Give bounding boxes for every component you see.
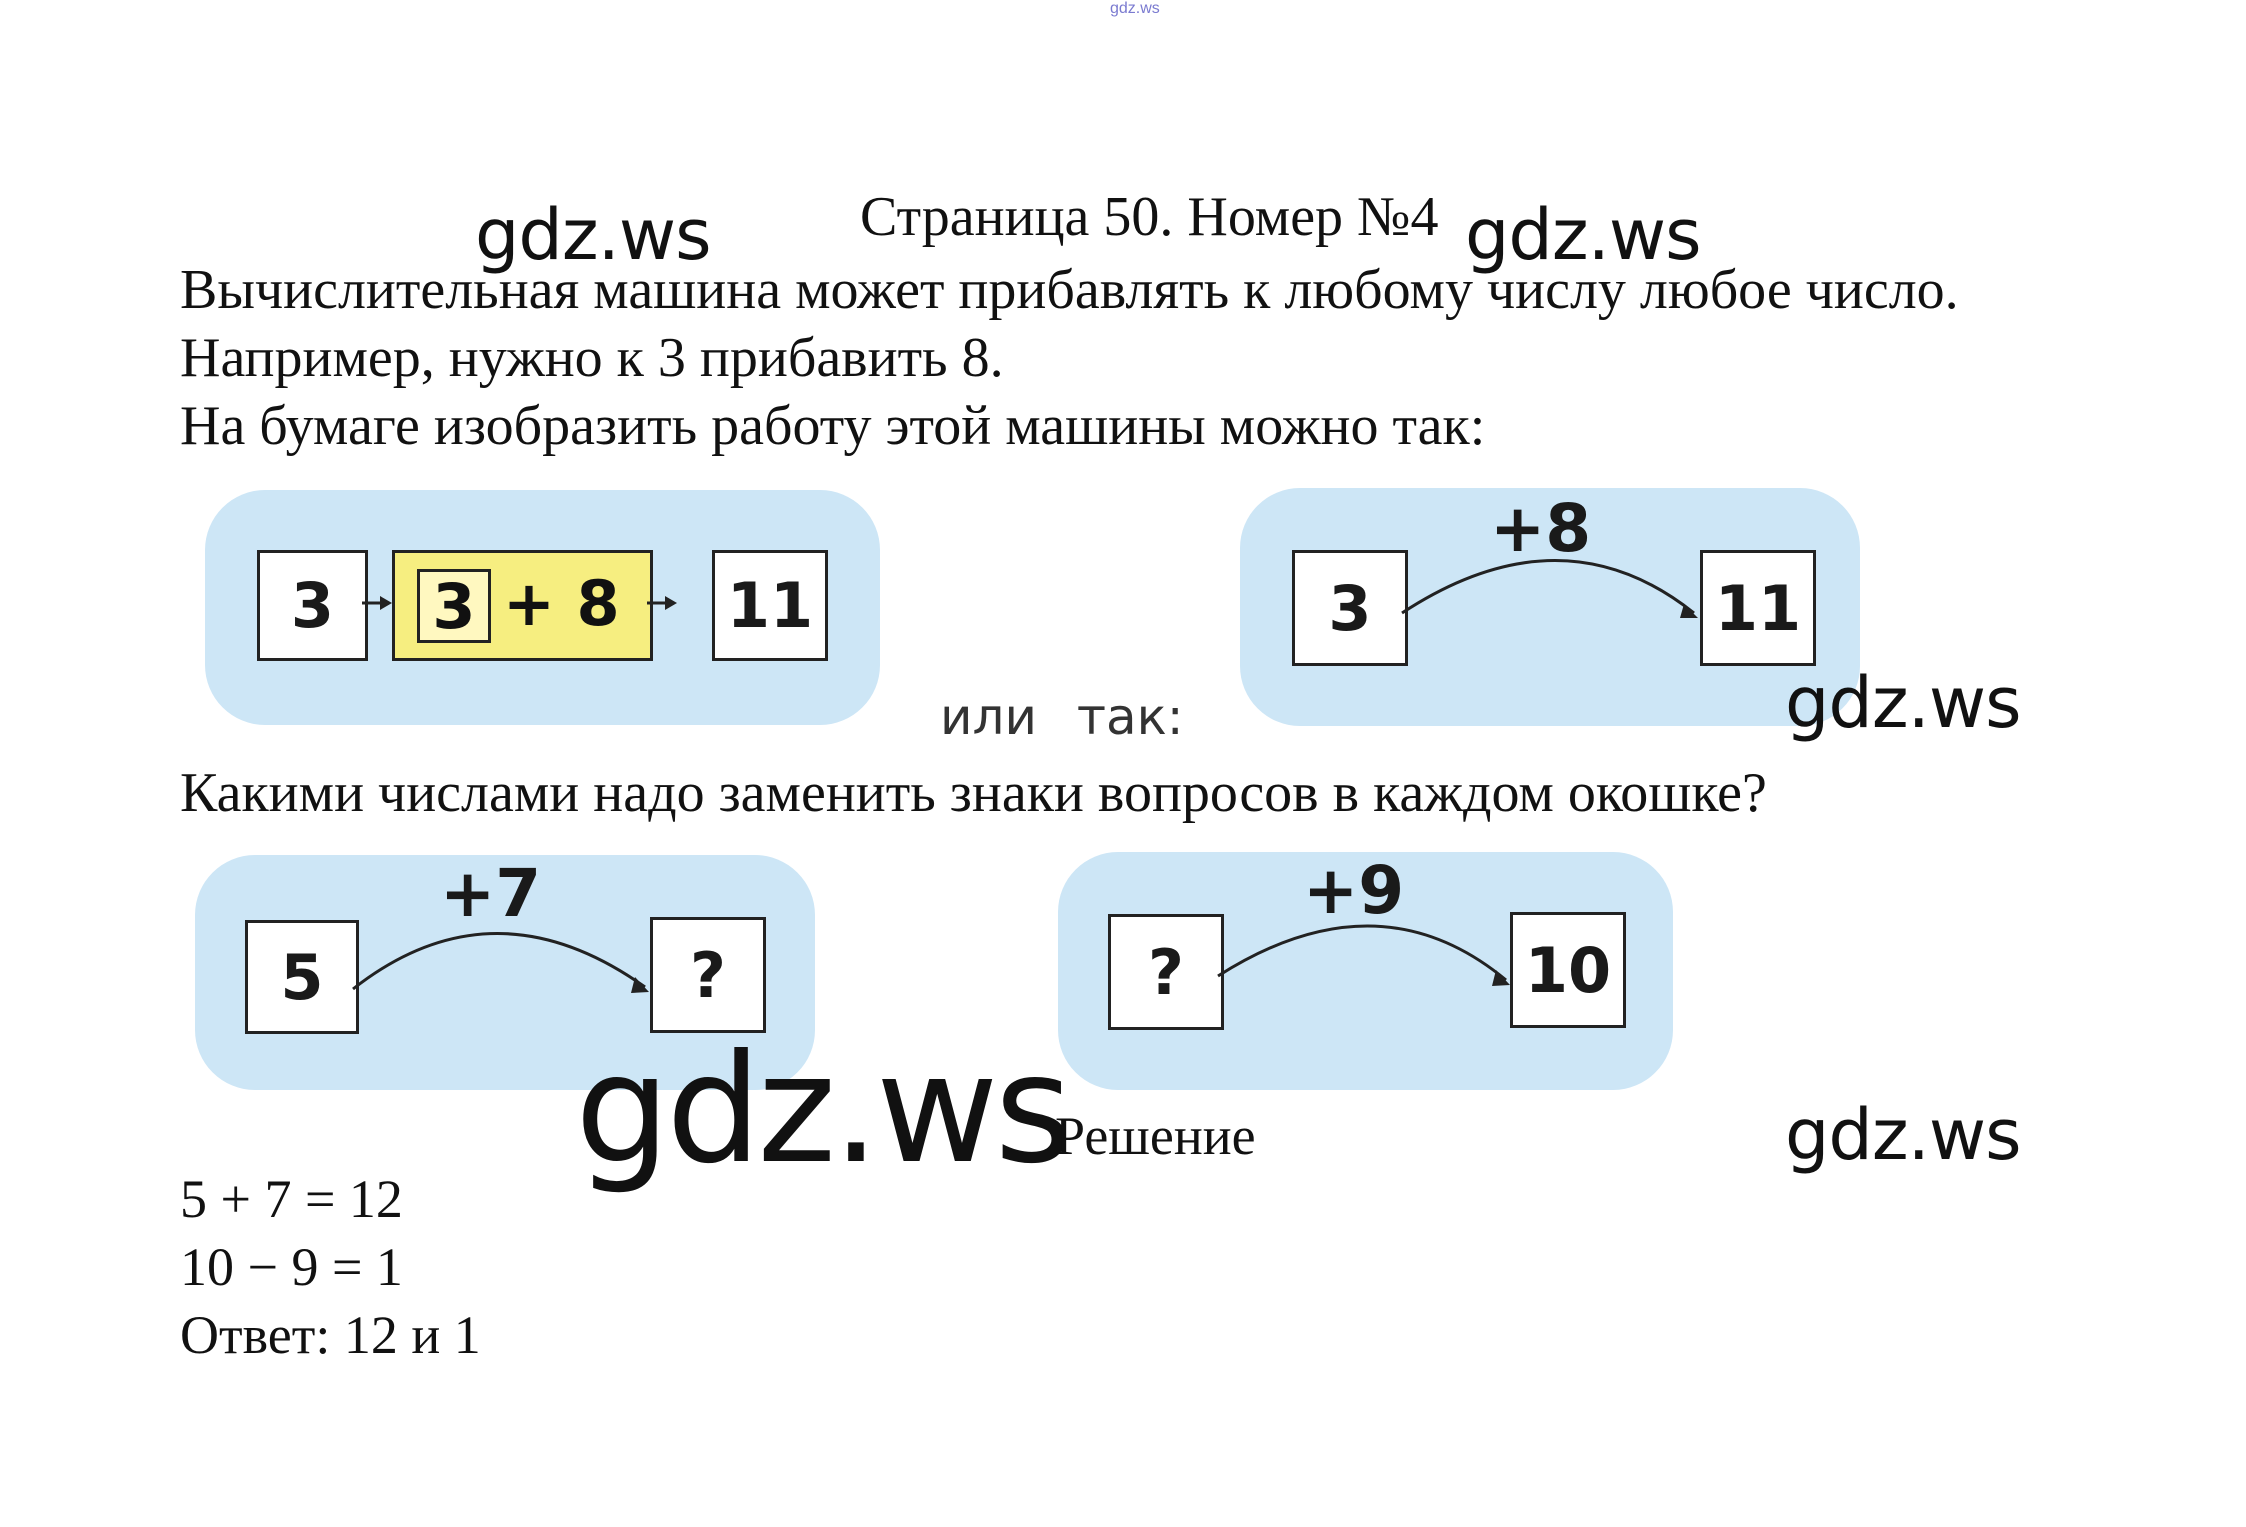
solution-line-1: 5 + 7 = 12	[180, 1169, 403, 1229]
task-question: Какими числами надо заменить знаки вопро…	[180, 762, 1767, 824]
machine-input-box: 3	[257, 550, 368, 661]
watermark-text: gdz.ws	[1465, 194, 1702, 276]
exercise-1-input-box: 5	[245, 920, 359, 1034]
arc-arrow-icon	[1401, 559, 1698, 618]
exercise-1-panel: 5 +7 ?	[195, 855, 815, 1090]
task-line-2: Например, нужно к 3 прибавить 8.	[180, 327, 1004, 389]
solution-heading: Решение	[1055, 1106, 1256, 1166]
exercise-1-operation: +7	[440, 855, 542, 932]
arc-output-box: 11	[1700, 550, 1816, 666]
arc-input-box: 3	[1292, 550, 1408, 666]
arc-arrow-icon	[352, 932, 649, 993]
example-machine-panel: 3 3 + 8 11	[205, 490, 880, 725]
answer-line: Ответ: 12 и 1	[180, 1305, 481, 1365]
machine-box: 3 + 8	[392, 550, 653, 661]
task-line-1: Вычислительная машина может прибавлять к…	[180, 259, 1959, 321]
exercise-2-operation: +9	[1303, 852, 1405, 929]
solution-line-2: 10 − 9 = 1	[180, 1237, 403, 1297]
arrow-icon	[362, 596, 392, 610]
or-label: или так:	[940, 688, 1184, 746]
arc-operation: +8	[1490, 490, 1592, 567]
arc-arrow-icon	[1217, 924, 1510, 986]
exercise-1-output-box: ?	[650, 917, 766, 1033]
exercise-2-panel: ? +9 10	[1058, 852, 1673, 1090]
watermark-large: gdz.ws	[575, 1023, 1073, 1197]
arrow-icon	[647, 596, 677, 610]
machine-inner-box: 3	[417, 569, 491, 643]
machine-operation: + 8	[503, 567, 620, 640]
exercise-2-input-box: ?	[1108, 914, 1224, 1030]
watermark-text: gdz.ws	[1785, 1094, 2022, 1176]
top-watermark: gdz.ws	[1110, 0, 1160, 17]
watermark-text: gdz.ws	[475, 194, 712, 276]
page-title: Страница 50. Номер №4	[860, 186, 1439, 248]
exercise-2-output-box: 10	[1510, 912, 1626, 1028]
example-arc-panel: 3 +8 11	[1240, 488, 1860, 726]
task-line-3: На бумаге изобразить работу этой машины …	[180, 395, 1486, 457]
machine-output-box: 11	[712, 550, 828, 661]
watermark-text: gdz.ws	[1785, 662, 2022, 744]
